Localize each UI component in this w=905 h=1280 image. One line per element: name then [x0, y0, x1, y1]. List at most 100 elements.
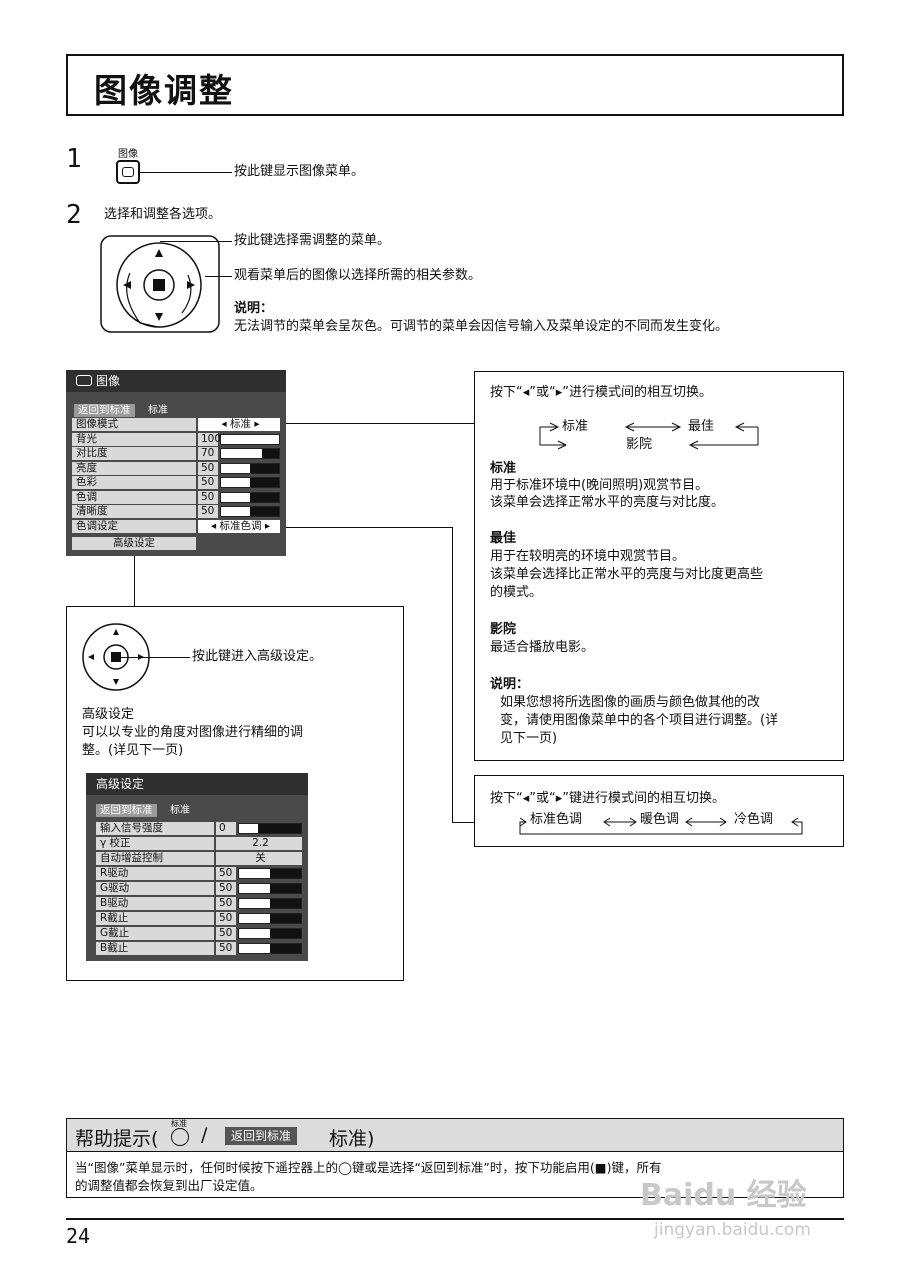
- tone-cycle-diagram: [519, 817, 803, 835]
- mode-cycle-cinema: 影院: [626, 437, 653, 452]
- level-bar[interactable]: [238, 898, 302, 909]
- menu-row-value: 50: [198, 505, 218, 518]
- advanced-press-text: 按此键进入高级设定。: [192, 649, 323, 664]
- connector-line: [286, 527, 452, 528]
- menu-row-label: R截止: [96, 912, 214, 925]
- reset-tag: 返回到标准: [225, 1127, 298, 1145]
- cinema-title: 影院: [490, 622, 517, 637]
- cinema-desc: 最适合播放电影。: [490, 640, 595, 655]
- level-bar[interactable]: [220, 448, 280, 459]
- menu-row-value[interactable]: ◂ 标准色调 ▸: [198, 519, 280, 533]
- menu-row-value: 50: [216, 927, 236, 940]
- leader-line: [140, 172, 232, 173]
- menu-row-label: B驱动: [96, 897, 214, 910]
- menu-row-label: 色调设定: [72, 519, 196, 533]
- mode-note-text: 变，请使用图像菜单中的各个项目进行调整。(详: [500, 713, 779, 728]
- picture-key-icon[interactable]: [116, 160, 140, 184]
- level-bar[interactable]: [220, 506, 280, 517]
- menu-row-label: 对比度: [72, 447, 196, 460]
- mode-description-box: [474, 371, 844, 761]
- reset-button[interactable]: 返回到标准: [96, 804, 157, 817]
- menu-row-value: 50: [198, 476, 218, 489]
- menu-row-label: R驱动: [96, 867, 214, 880]
- level-bar[interactable]: [238, 883, 302, 894]
- level-bar[interactable]: [220, 433, 280, 445]
- menu-row-label: 背光: [72, 432, 196, 446]
- tone-standard: 标准色调: [530, 811, 583, 829]
- level-bar[interactable]: [238, 928, 302, 939]
- step-2-note-title: 说明：: [234, 301, 274, 316]
- mode-note-text: 如果您想将所选图像的画质与颜色做其他的改: [500, 695, 761, 710]
- menu-row-value: 2.2: [216, 837, 302, 850]
- level-bar[interactable]: [220, 477, 280, 488]
- reset-button[interactable]: 返回到标准: [74, 404, 135, 417]
- picture-menu-header: 图像: [66, 370, 286, 392]
- menu-row-value: 关: [216, 852, 302, 865]
- menu-row-label: G截止: [96, 927, 214, 940]
- reset-side-label: 标准: [170, 805, 190, 816]
- level-bar[interactable]: [238, 868, 302, 879]
- menu-row-label: 自动增益控制: [96, 852, 214, 865]
- menu-row-value: 50: [216, 867, 236, 880]
- mode-cycle-diagram: [539, 422, 759, 450]
- connector-line: [286, 423, 474, 424]
- leader-line: [160, 241, 232, 242]
- step-1-text: 按此键显示图像菜单。: [234, 164, 365, 179]
- menu-row[interactable]: 色调设定◂ 标准色调 ▸: [72, 519, 280, 533]
- menu-row-value[interactable]: ◂ 标准 ▸: [198, 418, 280, 431]
- level-bar[interactable]: [238, 943, 302, 954]
- menu-row[interactable]: 图像模式◂ 标准 ▸: [72, 418, 280, 431]
- remote-arrow-pad-icon[interactable]: [100, 235, 224, 335]
- menu-row-value: 0: [216, 822, 236, 835]
- mode-note-title: 说明：: [490, 677, 530, 692]
- connector-line: [134, 556, 135, 606]
- menu-row-label: 清晰度: [72, 505, 196, 518]
- level-bar[interactable]: [220, 491, 280, 503]
- menu-row-label: 图像模式: [72, 418, 196, 431]
- tone-intro: 按下“◂”或“▸”键进行模式间的相互切换。: [490, 791, 725, 806]
- menu-row[interactable]: 自动增益控制关: [96, 852, 302, 865]
- watermark-brand: Baidu 经验: [640, 1178, 807, 1213]
- menu-row-label: 色调: [72, 490, 196, 504]
- footer-rule: [66, 1218, 844, 1220]
- picture-icon: [76, 375, 92, 386]
- menu-row-label: 色彩: [72, 476, 196, 489]
- best-desc: 该菜单会选择比正常水平的亮度与对比度更高些: [490, 567, 764, 582]
- advanced-settings-button[interactable]: 高级设定: [72, 537, 196, 550]
- level-bar[interactable]: [238, 823, 302, 834]
- standard-desc: 用于标准环境中(晚间照明)观赏节目。: [490, 478, 709, 493]
- menu-row-label: G驱动: [96, 882, 214, 895]
- step-2-note-text: 无法调节的菜单会呈灰色。可调节的菜单会因信号输入及菜单设定的不同而发生变化。: [234, 319, 729, 334]
- level-bar[interactable]: [220, 462, 280, 474]
- menu-row-label: 亮度: [72, 461, 196, 475]
- help-title-post: 标准): [329, 1128, 375, 1150]
- help-title-pre: 帮助提示(: [75, 1128, 159, 1150]
- menu-row-label: B截止: [96, 942, 214, 955]
- page-title: 图像调整: [94, 71, 234, 110]
- menu-row-value: 50: [198, 461, 218, 475]
- remote-arrow-pad-icon[interactable]: [80, 622, 160, 692]
- help-slash: /: [201, 1124, 208, 1146]
- tone-warm: 暖色调: [640, 811, 680, 829]
- step-2-line-1: 按此键选择需调整的菜单。: [234, 233, 391, 248]
- page-number: 24: [66, 1224, 91, 1248]
- mode-intro: 按下“◂”或“▸”进行模式间的相互切换。: [490, 385, 712, 400]
- level-bar[interactable]: [238, 913, 302, 924]
- help-tip-bar: 帮助提示( 标准 / 返回到标准 标准): [66, 1118, 844, 1152]
- tone-cool: 冷色调: [734, 811, 774, 829]
- step-2-text: 选择和调整各选项。: [104, 207, 222, 222]
